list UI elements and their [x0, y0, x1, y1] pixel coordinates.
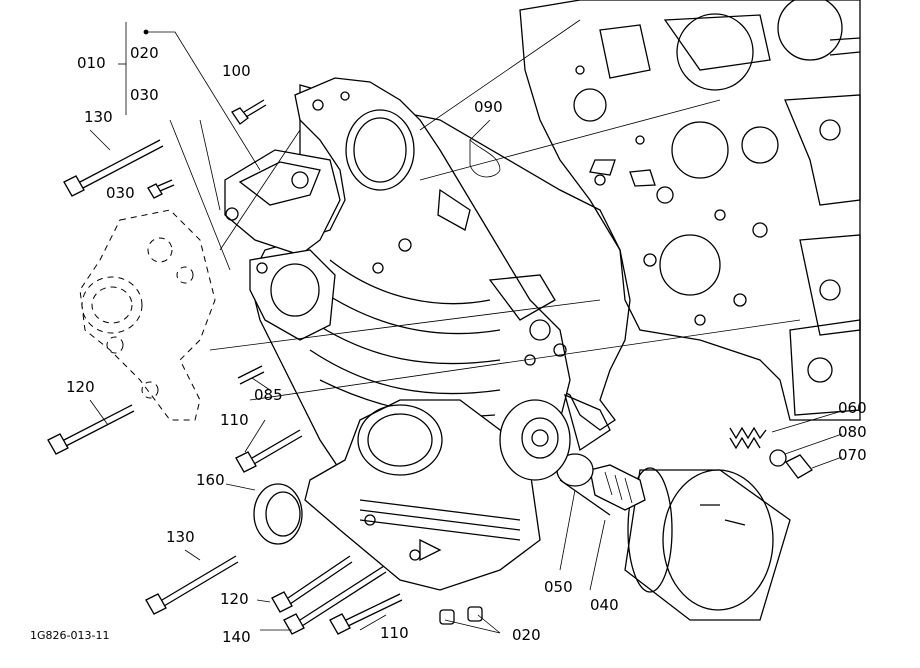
- bolt-130-upper: [63, 139, 164, 197]
- stud-085: [237, 365, 265, 385]
- bolt-110-lower: [329, 593, 403, 635]
- callout-030-lower: 030: [106, 184, 135, 202]
- callout-010: 010: [77, 54, 106, 72]
- oil-seal: [253, 483, 303, 545]
- bolt-140: [283, 565, 387, 635]
- leader-lines: [89, 19, 843, 634]
- bolt-100: [231, 99, 267, 125]
- callout-100: 100: [222, 62, 251, 80]
- water-pump: [79, 209, 216, 421]
- callout-110-upper: 110: [220, 411, 249, 429]
- relief-spring: [729, 426, 767, 450]
- callout-080: 080: [838, 423, 867, 441]
- callout-130-upper: 130: [84, 108, 113, 126]
- drain-plugs: [439, 606, 483, 625]
- callout-110-lower: 110: [380, 624, 409, 642]
- callout-030-upper: 030: [130, 86, 159, 104]
- callout-020-upper: 020: [130, 44, 159, 62]
- callout-040: 040: [590, 596, 619, 614]
- relief-ball: [769, 449, 787, 467]
- callout-130-lower: 130: [166, 528, 195, 546]
- bolt-120-upper: [47, 404, 135, 455]
- callout-050: 050: [544, 578, 573, 596]
- callout-140: 140: [222, 628, 251, 646]
- relief-plug: [785, 454, 813, 479]
- engine-block: [519, 0, 861, 421]
- callout-090: 090: [474, 98, 503, 116]
- oil-filter: [624, 467, 791, 621]
- callout-020-lower: 020: [512, 626, 541, 644]
- filter-nipple: [589, 464, 646, 511]
- bolt-030: [147, 179, 175, 199]
- callout-160: 160: [196, 471, 225, 489]
- document-code: 1G826-013-11: [30, 629, 110, 642]
- callout-070: 070: [838, 446, 867, 464]
- callout-120-upper: 120: [66, 378, 95, 396]
- bolt-130-lower: [145, 555, 239, 615]
- bolt-110-upper: [235, 429, 303, 473]
- lower-cover: [304, 399, 541, 591]
- callout-120-lower: 120: [220, 590, 249, 608]
- filter-bracket: [499, 393, 611, 481]
- bolt-120-lower: [271, 555, 353, 613]
- callout-060: 060: [838, 399, 867, 417]
- callout-085: 085: [254, 386, 283, 404]
- thermostat-housing: [224, 149, 341, 341]
